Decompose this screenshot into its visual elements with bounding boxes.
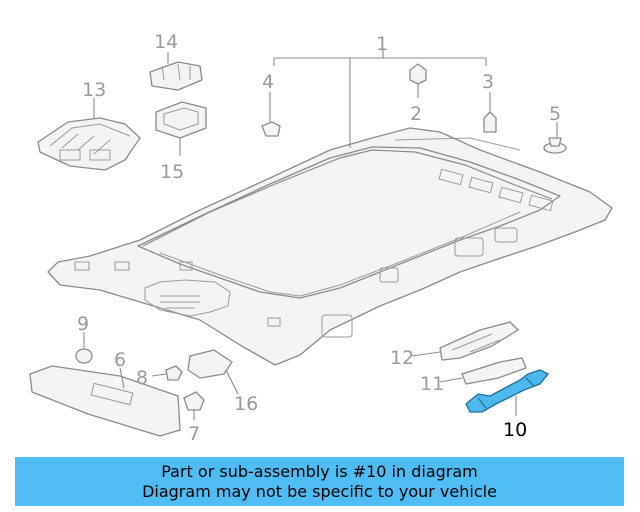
clip-2	[409, 63, 427, 85]
clip-4	[261, 121, 281, 137]
callout-2: 2	[410, 103, 422, 125]
visor-holder-7	[183, 391, 205, 411]
callout-3: 3	[482, 71, 494, 93]
lens-15	[155, 101, 207, 139]
grab-handle-highlighted	[465, 369, 549, 413]
callout-6: 6	[114, 349, 126, 371]
callout-12: 12	[390, 347, 414, 369]
bracket-12	[439, 321, 519, 361]
callout-7: 7	[188, 423, 200, 445]
banner-line-1: Part or sub-assembly is #10 in diagram	[161, 461, 478, 481]
lamp-16	[187, 349, 233, 379]
headliner-panel	[47, 127, 613, 366]
callout-labels: 1 2 3 4 5 6 7 8 9 10 11 12 13 14 15 16	[77, 31, 561, 445]
sun-visor	[29, 365, 181, 437]
callout-11: 11	[420, 373, 444, 395]
callout-9: 9	[77, 313, 89, 335]
overhead-console	[37, 117, 141, 171]
info-banner: Part or sub-assembly is #10 in diagram D…	[15, 457, 624, 506]
callout-1: 1	[376, 33, 388, 55]
cover-11	[461, 357, 527, 385]
visor-clip-9	[75, 348, 93, 364]
clip-5	[543, 137, 567, 154]
callout-15: 15	[160, 161, 184, 183]
clip-8	[165, 365, 183, 381]
banner-line-2: Diagram may not be specific to your vehi…	[142, 481, 497, 501]
callout-8: 8	[136, 367, 148, 389]
callout-14: 14	[154, 31, 178, 53]
callout-13: 13	[82, 79, 106, 101]
switch-14	[149, 61, 203, 91]
callout-10: 10	[503, 419, 527, 441]
clip-3	[483, 111, 497, 133]
callout-4: 4	[262, 71, 274, 93]
callout-5: 5	[549, 103, 561, 125]
leader-lines	[83, 50, 558, 420]
callout-16: 16	[234, 393, 258, 415]
